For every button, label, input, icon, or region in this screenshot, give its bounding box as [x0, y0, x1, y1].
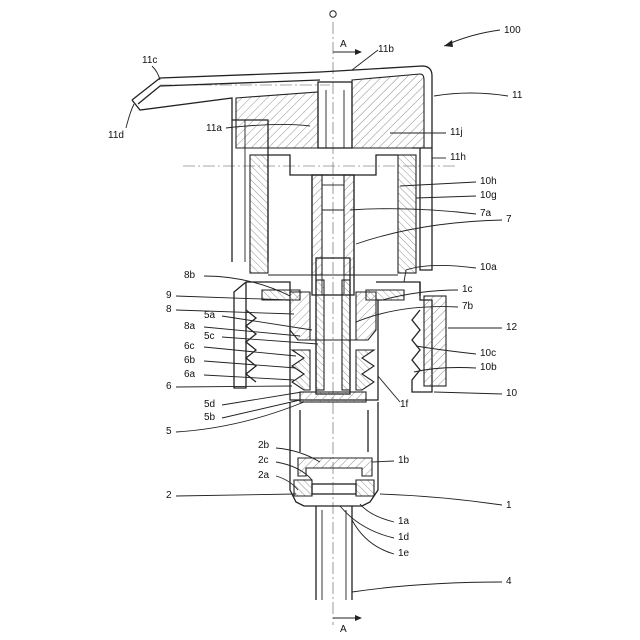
label-7a: 7a: [480, 208, 492, 219]
cylinder-body: [290, 402, 378, 600]
label-11d: 11d: [108, 130, 124, 141]
label-1a: 1a: [398, 516, 410, 527]
label-5b: 5b: [204, 412, 216, 423]
label-1b: 1b: [398, 455, 410, 466]
label-8a: 8a: [184, 321, 196, 332]
label-1c: 1c: [462, 284, 473, 295]
label-12: 12: [506, 322, 518, 333]
label-5a: 5a: [204, 310, 216, 321]
label-10h: 10h: [480, 176, 497, 187]
label-5: 5: [166, 426, 172, 437]
label-8b: 8b: [184, 270, 196, 281]
figure-number-leader: 100: [444, 25, 521, 47]
section-marker-bottom-text: A: [340, 624, 347, 635]
label-11b: 11b: [378, 44, 394, 55]
collar: [424, 296, 446, 386]
label-11a: 11a: [206, 123, 222, 134]
figure-number-label: 100: [504, 25, 521, 36]
label-9: 9: [166, 290, 172, 301]
label-6a: 6a: [184, 369, 196, 380]
pump-head: [132, 66, 432, 270]
label-5d: 5d: [204, 399, 215, 410]
section-marker-bottom: A: [333, 615, 362, 635]
label-2: 2: [166, 490, 172, 501]
label-11c: 11c: [142, 55, 157, 66]
label-6c: 6c: [184, 341, 195, 352]
label-2b: 2b: [258, 440, 270, 451]
label-1d: 1d: [398, 532, 409, 543]
label-10g: 10g: [480, 190, 497, 201]
label-2a: 2a: [258, 470, 270, 481]
label-2c: 2c: [258, 455, 269, 466]
label-7b: 7b: [462, 301, 474, 312]
section-marker-top-text: A: [340, 39, 347, 50]
label-4: 4: [506, 576, 512, 587]
label-1: 1: [506, 500, 512, 511]
label-10c: 10c: [480, 348, 496, 359]
label-11: 11: [512, 90, 523, 101]
piston-assembly: [286, 292, 382, 402]
label-11h: 11h: [450, 152, 466, 163]
label-11j: 11j: [450, 127, 463, 138]
label-1e: 1e: [398, 548, 410, 559]
label-7: 7: [506, 214, 512, 225]
label-6: 6: [166, 381, 172, 392]
label-5c: 5c: [204, 331, 215, 342]
label-10: 10: [506, 388, 518, 399]
label-10a: 10a: [480, 262, 497, 273]
label-8: 8: [166, 304, 172, 315]
label-10b: 10b: [480, 362, 497, 373]
label-6b: 6b: [184, 355, 196, 366]
label-1f: 1f: [400, 399, 409, 410]
section-marker-top: A: [333, 39, 362, 55]
